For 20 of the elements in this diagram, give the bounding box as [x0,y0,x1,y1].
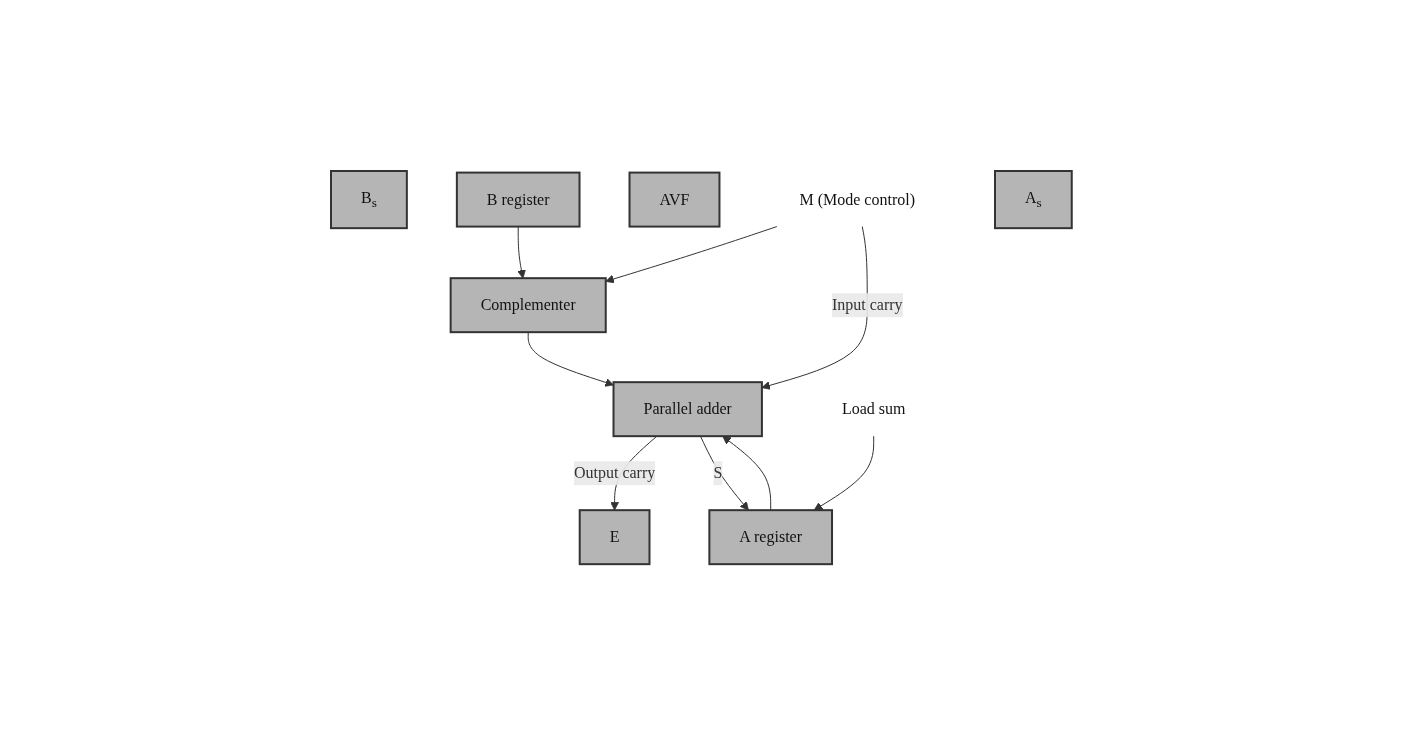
node-box: B$_{s}$ [329,169,408,230]
node-text: Load sum [841,400,906,418]
node-box: AVF [628,171,721,228]
arrow [516,226,526,279]
arrow [813,435,874,511]
node-box: E [578,509,651,566]
node-box: B register [455,171,581,228]
arrow [604,226,777,284]
edge-label: S [713,464,722,482]
edge-label: Input carry [831,296,903,314]
arrow [699,435,749,511]
edge-label: Output carry [573,464,655,482]
node-box: Parallel adder [612,381,763,438]
node-text: M (Mode control) [799,190,915,208]
node-box: A register [708,509,833,566]
node-box: A$_{s}$ [993,169,1073,230]
arrow [761,226,868,390]
arrow [721,435,771,511]
arrow [527,331,614,387]
node-box: Complementer [449,277,607,334]
